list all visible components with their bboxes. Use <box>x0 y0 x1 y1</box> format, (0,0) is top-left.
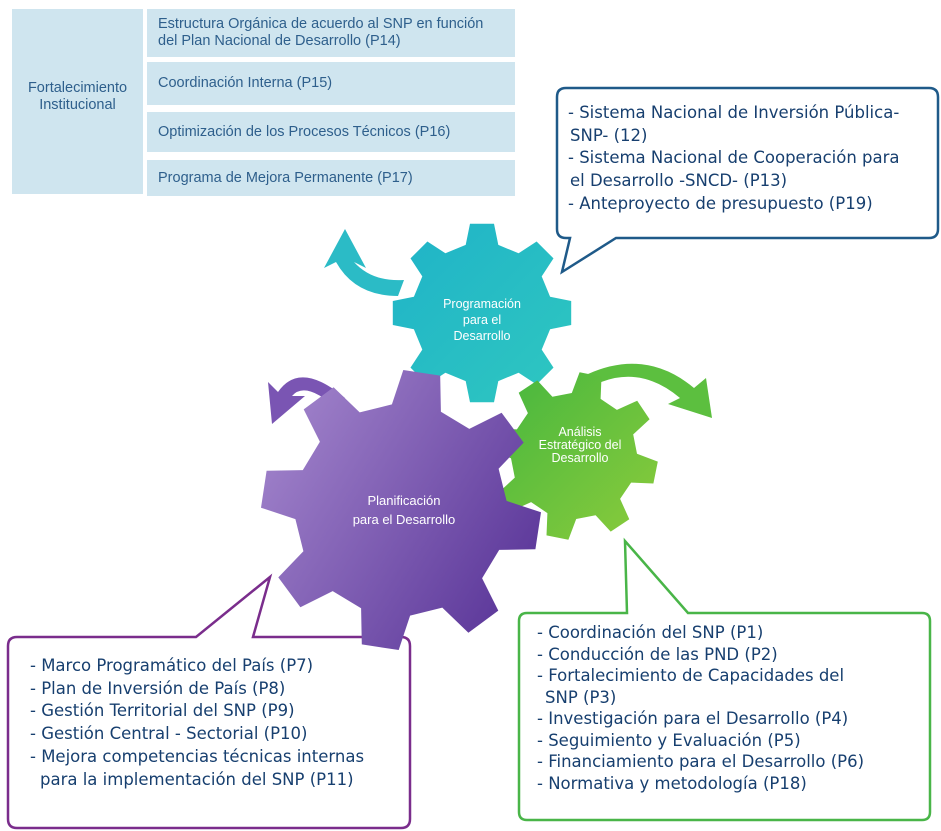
gear-analisis-label: Análisis Estratégico del Desarrollo <box>520 426 640 465</box>
fortalecimiento-item: Programa de Mejora Permanente (P17) <box>147 160 515 196</box>
callout-top-border <box>555 86 940 275</box>
callout-top-list: - Sistema Nacional de Inversión Pública-… <box>568 102 938 216</box>
callout-item: - Seguimiento y Evaluación (P5) <box>537 730 801 750</box>
callout-item: - Financiamiento para el Desarrollo (P6) <box>537 752 865 771</box>
gear-label-line: para el <box>462 313 502 327</box>
cycle-arrow-green <box>585 363 712 418</box>
gear-label-line: Desarrollo <box>551 451 609 465</box>
callout-item: - Mejora competencias técnicas internas <box>30 746 365 766</box>
callout-item: SNP (P3) <box>545 687 617 707</box>
gear-planificacion <box>261 370 541 650</box>
callout-right-list: - Coordinación del SNP (P1) - Conducción… <box>537 622 907 794</box>
callout-item: - Coordinación del SNP (P1) <box>537 623 764 642</box>
callout-right-border <box>517 537 932 822</box>
gear-label-line: Desarrollo <box>453 329 511 343</box>
fortalecimiento-item-text: Programa de Mejora Permanente (P17) <box>158 169 413 186</box>
callout-left-border <box>6 573 412 830</box>
gear-label-line: Estratégico del <box>538 438 622 452</box>
fortalecimiento-item-text: del Plan Nacional de Desarrollo (P14) <box>158 33 401 49</box>
callout-item: - Marco Programático del País (P7) <box>30 656 314 675</box>
fortalecimiento-label: Fortalecimiento Institucional <box>12 80 143 114</box>
cycle-arrow-purple <box>268 377 345 424</box>
callout-item: - Sistema Nacional de Inversión Pública- <box>568 103 900 122</box>
callout-item: - Sistema Nacional de Cooperación para <box>568 148 900 168</box>
callout-item: - Investigación para el Desarrollo (P4) <box>537 709 849 728</box>
gear-label-line: Análisis <box>558 425 602 439</box>
callout-item: el Desarrollo -SNCD- (P13) <box>570 171 788 191</box>
fortalecimiento-item: Coordinación Interna (P15) <box>147 62 515 105</box>
gear-label-line: Programación <box>443 297 521 311</box>
fortalecimiento-box <box>12 9 143 194</box>
callout-item: - Plan de Inversión de País (P8) <box>30 678 286 698</box>
fortalecimiento-label-line2: Institucional <box>39 97 116 113</box>
callout-item: SNP- (12) <box>570 125 648 145</box>
fortalecimiento-item-text: Coordinación Interna (P15) <box>158 75 333 91</box>
callout-left-list: - Marco Programático del País (P7) - Pla… <box>30 655 400 791</box>
fortalecimiento-item: Estructura Orgánica de acuerdo al SNP en… <box>147 9 515 57</box>
fortalecimiento-item-text: Optimización de los Procesos Técnicos (P… <box>158 123 451 140</box>
gear-planificacion-label: Planificación para el Desarrollo <box>334 491 474 529</box>
cycle-arrow-teal <box>324 229 404 296</box>
gear-analisis <box>490 372 658 540</box>
fortalecimiento-item-text: Estructura Orgánica de acuerdo al SNP en… <box>158 16 484 32</box>
callout-item: - Normativa y metodología (P18) <box>537 773 807 793</box>
callout-item: - Conducción de las PND (P2) <box>537 644 778 664</box>
callout-item: para la implementación del SNP (P11) <box>40 769 354 789</box>
callout-item: - Anteproyecto de presupuesto (P19) <box>568 193 873 213</box>
gear-programacion-label: Programación para el Desarrollo <box>421 296 543 344</box>
fortalecimiento-label-line1: Fortalecimiento <box>27 80 128 96</box>
callout-item: - Gestión Central - Sectorial (P10) <box>30 724 308 744</box>
gear-programacion <box>392 223 572 403</box>
gear-label-line: para el Desarrollo <box>352 512 456 527</box>
callout-item: - Gestión Territorial del SNP (P9) <box>30 701 295 721</box>
callout-item: - Fortalecimiento de Capacidades del <box>537 666 845 685</box>
gear-label-line: Planificación <box>367 493 441 508</box>
fortalecimiento-item: Optimización de los Procesos Técnicos (P… <box>147 112 515 152</box>
